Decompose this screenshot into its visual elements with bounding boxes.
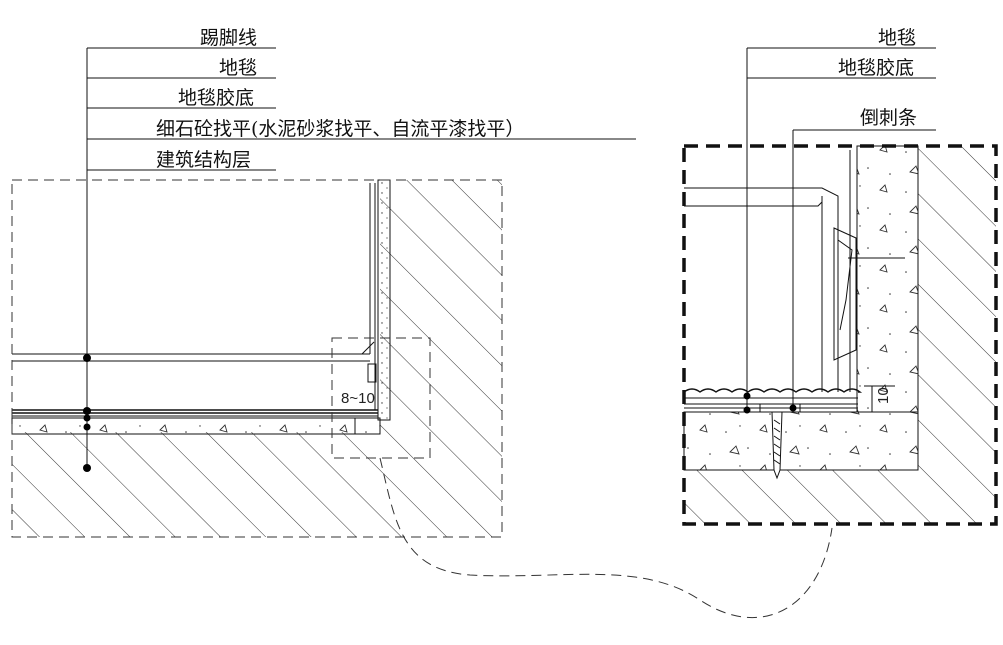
gap-dimension: 8~10	[341, 390, 375, 407]
left-section-view: 8~10	[11, 47, 636, 538]
label-carpet-left: 地毯	[219, 57, 257, 79]
enlarged-detail-frame	[682, 144, 998, 526]
right-enlarged-view: 10	[682, 47, 998, 526]
label-carpet-backing-right: 地毯胶底	[838, 57, 914, 79]
right-wall-plaster	[856, 145, 919, 413]
left-structure-hatch	[12, 180, 502, 537]
callout-connector-curve	[379, 457, 833, 618]
label-skirting: 踢脚线	[200, 27, 257, 49]
left-wall-plaster	[377, 179, 391, 421]
carpet-pile	[683, 388, 863, 393]
label-gripper-strip: 倒刺条	[860, 107, 917, 129]
left-screed-layer	[11, 417, 381, 435]
right-screed-layer	[683, 411, 919, 471]
label-structure: 建筑结构层	[156, 149, 251, 171]
label-screed: 细石砼找平(水泥砂浆找平、自流平漆找平）	[156, 118, 524, 140]
label-carpet-backing-left: 地毯胶底	[178, 87, 254, 109]
height-dimension: 10	[875, 387, 892, 404]
label-carpet-right: 地毯	[878, 27, 916, 49]
detail-callout-box	[331, 337, 431, 459]
